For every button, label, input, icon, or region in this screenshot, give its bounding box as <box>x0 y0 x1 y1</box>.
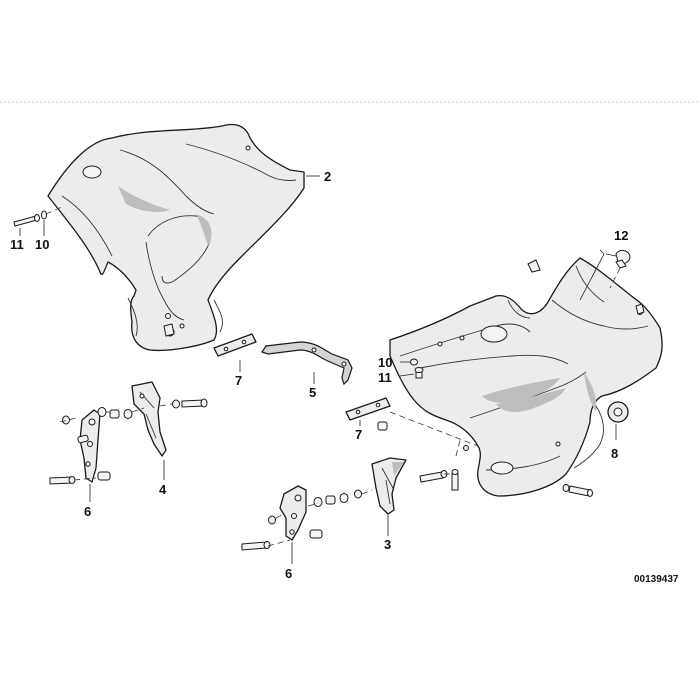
bracket-rod <box>261 341 353 386</box>
screw-washer-left <box>13 210 47 227</box>
hinge-arm-left <box>77 409 101 483</box>
assembly-lines <box>45 205 621 547</box>
callout-6-right: 6 <box>285 566 292 581</box>
callout-10-left: 10 <box>35 237 49 252</box>
callout-5: 5 <box>309 385 316 400</box>
right-hinge-hardware <box>241 421 459 551</box>
callout-12: 12 <box>614 228 628 243</box>
mounting-plate-lower <box>345 397 391 421</box>
callout-4: 4 <box>159 482 167 497</box>
screw-washer-right <box>410 358 424 379</box>
loose-fasteners <box>163 259 645 497</box>
left-fairing-panel <box>47 123 305 352</box>
left-hinge-hardware <box>49 398 208 485</box>
callout-11-right: 11 <box>378 370 392 385</box>
callout-8: 8 <box>611 446 618 461</box>
hinge-bracket-right <box>371 457 407 515</box>
hinge-bracket-left <box>131 381 167 457</box>
right-fairing-panel <box>389 257 663 497</box>
callout-3: 3 <box>384 537 391 552</box>
diagram-reference-number: 00139437 <box>634 574 679 585</box>
grommet <box>607 401 629 423</box>
mounting-plate-upper <box>213 333 257 357</box>
callout-7-upper: 7 <box>235 373 242 388</box>
clip-fastener <box>615 249 631 269</box>
callout-11-left: 11 <box>10 237 24 252</box>
leader-lines <box>19 175 617 564</box>
hinge-arm-right <box>279 485 307 541</box>
callout-10-right: 10 <box>378 355 392 370</box>
callout-6-left: 6 <box>84 504 91 519</box>
callout-7-lower: 7 <box>355 427 362 442</box>
callout-2: 2 <box>324 169 331 184</box>
